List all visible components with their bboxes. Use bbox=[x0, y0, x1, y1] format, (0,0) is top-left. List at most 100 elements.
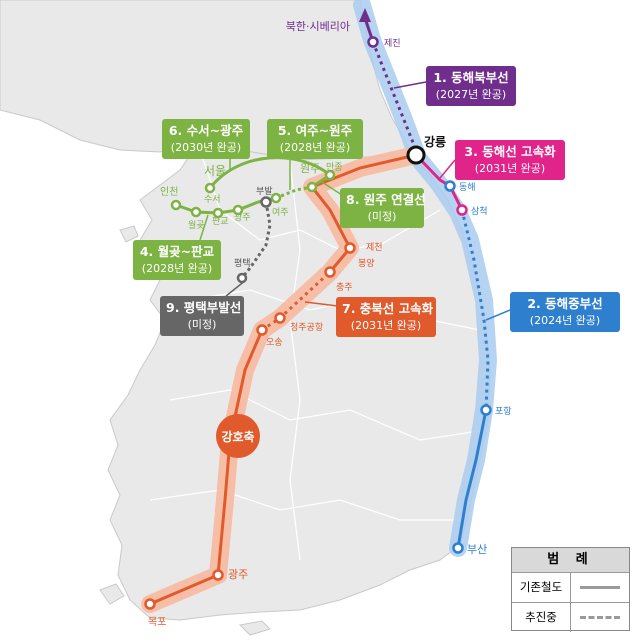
callout-title: 3. 동해선 고속화 bbox=[464, 144, 556, 159]
callout-east-central-line: 2. 동해중부선 (2024년 완공) bbox=[510, 292, 620, 332]
legend-existing-label: 기존철도 bbox=[512, 573, 571, 602]
island-1 bbox=[119, 225, 139, 243]
legend-title: 범 례 bbox=[512, 548, 629, 572]
station-gangneung bbox=[406, 145, 426, 165]
callout-pyeongtaek-bubal: 9. 평택부발선 (미정) bbox=[160, 296, 244, 336]
station-wonju bbox=[306, 181, 318, 193]
label-jejin: 제진 bbox=[384, 38, 401, 49]
label-north-korea-siberia: 북한·시베리아 bbox=[286, 20, 350, 33]
callout-sub: (2027년 완공) bbox=[435, 88, 507, 101]
station-suseo bbox=[204, 182, 216, 194]
label-pyeongtaek: 평택 bbox=[234, 258, 251, 269]
callout-title: 6. 수서~광주 bbox=[168, 123, 244, 138]
legend-row-existing: 기존철도 bbox=[512, 572, 629, 602]
station-yeoju bbox=[270, 192, 282, 204]
station-chungju bbox=[324, 266, 336, 278]
callout-title: 7. 충북선 고속화 bbox=[342, 301, 434, 316]
station-bubal bbox=[260, 196, 272, 208]
pointer-c4 bbox=[199, 214, 209, 241]
label-cheongju-airport: 청주공항 bbox=[290, 322, 323, 333]
north-arrow-head bbox=[359, 8, 371, 22]
callout-title: 4. 월곶~판교 bbox=[139, 244, 215, 259]
station-osong bbox=[256, 324, 268, 336]
label-donghae: 동해 bbox=[459, 182, 476, 193]
callout-sub: (2031년 완공) bbox=[350, 319, 422, 332]
label-osong: 오송 bbox=[266, 337, 283, 348]
station-jejin bbox=[367, 36, 379, 48]
pyeongtaek-bubal-line bbox=[240, 201, 272, 279]
island-2 bbox=[99, 583, 125, 605]
station-jecheon bbox=[344, 242, 356, 254]
callout-sub: (2030년 완공) bbox=[170, 141, 242, 154]
legend-row-in-progress: 추진중 bbox=[512, 602, 629, 632]
callout-title: 9. 평택부발선 bbox=[166, 300, 242, 315]
callout-title: 5. 여주~원주 bbox=[277, 123, 353, 138]
label-mokpo: 목포 bbox=[148, 616, 166, 628]
label-gwangju-gg: 광주 bbox=[234, 211, 251, 223]
station-gwangju bbox=[212, 569, 224, 581]
callout-east-north-line: 1. 동해북부선 (2027년 완공) bbox=[426, 66, 516, 106]
map-legend: 범 례 기존철도 추진중 bbox=[511, 547, 630, 632]
east-central-solid bbox=[456, 409, 488, 549]
callout-title: 1. 동해북부선 bbox=[433, 70, 509, 85]
label-chungju: 충주 bbox=[336, 282, 353, 293]
east-north-line bbox=[371, 41, 418, 151]
label-wolgot: 월곶 bbox=[188, 219, 205, 231]
island-3 bbox=[238, 620, 271, 636]
station-incheon bbox=[170, 199, 182, 211]
station-gwangju-gg bbox=[232, 204, 244, 216]
station-manjong bbox=[324, 169, 336, 181]
pointer-c8 bbox=[321, 181, 343, 196]
pointer-c1 bbox=[393, 81, 427, 89]
label-gwangju: 광주 bbox=[228, 568, 248, 581]
label-pangyo: 판교 bbox=[212, 216, 229, 227]
station-pohang bbox=[480, 404, 492, 416]
legend-dashed-sample bbox=[571, 616, 629, 619]
callout-wonju-link: 8. 원주 연결선 (미정) bbox=[340, 188, 426, 228]
gangho-axis-label: 강호축 bbox=[221, 429, 254, 444]
label-jecheon: 제천 bbox=[366, 242, 383, 253]
station-pyeongtaek bbox=[236, 272, 248, 284]
station-wolgot bbox=[190, 206, 202, 218]
label-manjong: 만종 bbox=[326, 162, 343, 173]
callout-sub: (2028년 완공) bbox=[279, 141, 351, 154]
callout-sub: (2031년 완공) bbox=[474, 162, 546, 175]
station-mokpo bbox=[144, 598, 156, 610]
label-yeoju: 여주 bbox=[272, 206, 289, 218]
east-speed-line bbox=[414, 153, 464, 211]
label-busan: 부산 bbox=[467, 543, 487, 556]
callout-sub: (미정) bbox=[187, 318, 217, 331]
callout-title: 2. 동해중부선 bbox=[527, 296, 603, 311]
station-busan bbox=[452, 542, 464, 554]
legend-solid-sample bbox=[571, 586, 629, 589]
label-gangneung: 강릉 bbox=[424, 134, 446, 149]
label-suseo: 수서 bbox=[204, 194, 221, 205]
callout-chungbuk-line: 7. 충북선 고속화 (2031년 완공) bbox=[336, 297, 436, 337]
gangho-axis-marker bbox=[216, 414, 260, 458]
station-pangyo bbox=[212, 207, 224, 219]
chungbuk-solid bbox=[149, 329, 264, 606]
label-pohang: 포항 bbox=[495, 406, 512, 417]
label-seoul: 서울 bbox=[204, 164, 226, 178]
callout-sub: (2024년 완공) bbox=[529, 314, 601, 327]
pointer-c9 bbox=[225, 279, 247, 297]
callout-title: 8. 원주 연결선 bbox=[346, 192, 426, 207]
yeoju-wonju-line bbox=[257, 185, 313, 204]
label-incheon: 인천 bbox=[160, 186, 178, 198]
callout-suseo-gwangju: 6. 수서~광주 (2030년 완공) bbox=[162, 119, 250, 159]
callout-sub: (2028년 완공) bbox=[141, 262, 213, 275]
province-boundaries bbox=[149, 149, 486, 561]
callout-sub: (미정) bbox=[367, 210, 397, 223]
callout-yeoju-wonju: 5. 여주~원주 (2028년 완공) bbox=[267, 119, 363, 159]
label-wonju: 원주 bbox=[300, 162, 320, 175]
label-bongyang: 봉양 bbox=[358, 258, 375, 269]
callout-east-speed-line: 3. 동해선 고속화 (2031년 완공) bbox=[455, 140, 565, 180]
station-cheongju-airport bbox=[274, 312, 286, 324]
pointer-c2 bbox=[485, 309, 511, 321]
pointer-c7 bbox=[304, 301, 339, 307]
callout-wolgot-pangyo: 4. 월곶~판교 (2028년 완공) bbox=[133, 240, 221, 280]
station-samcheok bbox=[456, 204, 468, 216]
label-samcheok: 삼척 bbox=[471, 206, 488, 217]
station-donghae bbox=[444, 180, 456, 192]
pointer-c3 bbox=[439, 159, 456, 179]
